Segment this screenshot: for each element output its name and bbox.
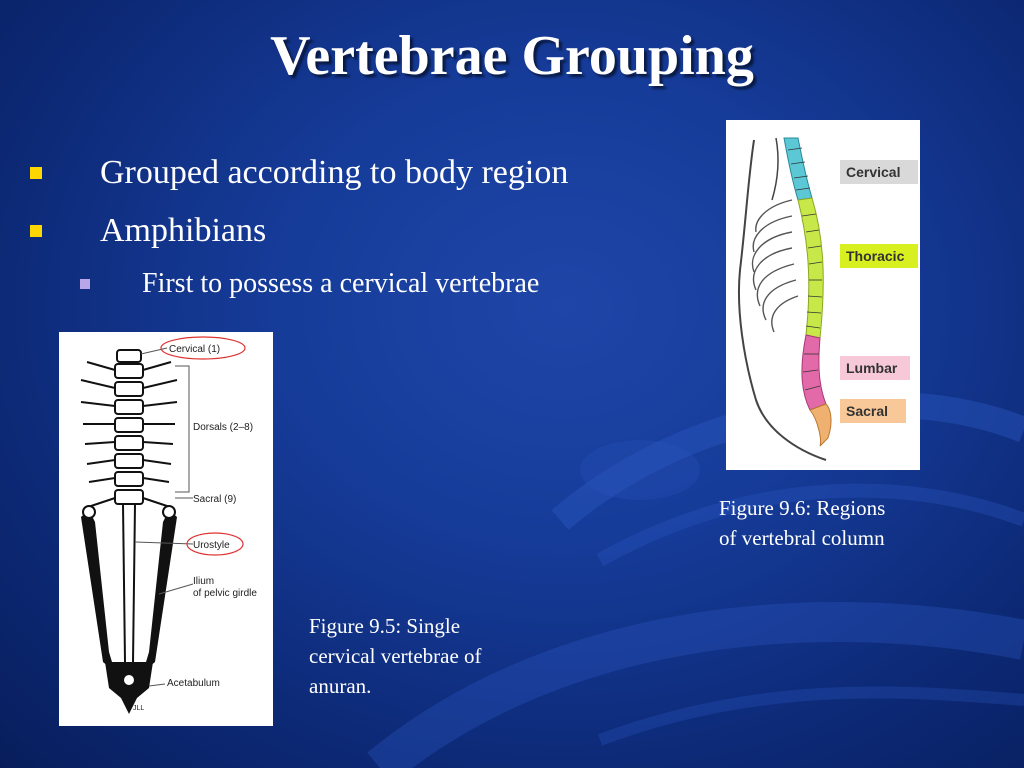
label-bg-sacral <box>840 399 906 423</box>
label-urostyle: Urostyle <box>193 540 230 551</box>
label-ilium: Ilium <box>193 576 214 587</box>
bullet-square-icon <box>30 225 42 237</box>
frog-skeleton-drawing: Cervical (1) Dorsals (2–8) Sacral (9) Ur… <box>80 336 257 714</box>
sub-bullet-square-icon <box>80 279 90 289</box>
bullet-text: Grouped according to body region <box>100 154 569 191</box>
sub-bullet-text: First to possess a cervical vertebrae <box>142 268 540 299</box>
human-spine-drawing: Cervical Thoracic Lumbar Sacral <box>737 137 918 461</box>
caption-figure-9-5: Figure 9.5: Single cervical vertebrae of… <box>309 611 539 701</box>
label-acetabulum: Acetabulum <box>167 678 220 689</box>
caption-figure-9-6: Figure 9.6: Regions of vertebral column <box>719 493 939 553</box>
artist-signature: JLL <box>133 705 144 712</box>
label-dorsals: Dorsals (2–8) <box>193 422 253 433</box>
sub-bullet-item: First to possess a cervical vertebrae <box>80 268 539 300</box>
caption-line: Figure 9.6: Regions <box>719 496 886 520</box>
label-cervical: Cervical (1) <box>169 344 220 355</box>
bullet-item: Amphibians <box>30 212 266 250</box>
bullet-square-icon <box>30 167 42 179</box>
bullet-text: Amphibians <box>100 212 267 249</box>
label-bg-cervical <box>840 160 918 184</box>
label-cervical: Cervical <box>846 164 900 180</box>
label-pelvic-girdle: of pelvic girdle <box>193 588 257 599</box>
label-bg-thoracic <box>840 244 918 268</box>
label-lumbar: Lumbar <box>846 360 898 376</box>
label-bg-lumbar <box>840 356 910 380</box>
caption-line: Figure 9.5: Single <box>309 614 461 638</box>
frog-skeleton-figure: Cervical (1) Dorsals (2–8) Sacral (9) Ur… <box>59 332 273 726</box>
label-thoracic: Thoracic <box>846 248 905 264</box>
caption-line: anuran. <box>309 674 372 698</box>
caption-line: of vertebral column <box>719 526 885 550</box>
human-spine-figure: Cervical Thoracic Lumbar Sacral <box>726 120 920 470</box>
slide-title: Vertebrae Grouping <box>270 25 754 87</box>
label-sacral: Sacral <box>846 403 888 419</box>
bullet-item: Grouped according to body region <box>30 154 568 192</box>
label-sacral: Sacral (9) <box>193 494 236 505</box>
caption-line: cervical vertebrae of <box>309 644 482 668</box>
